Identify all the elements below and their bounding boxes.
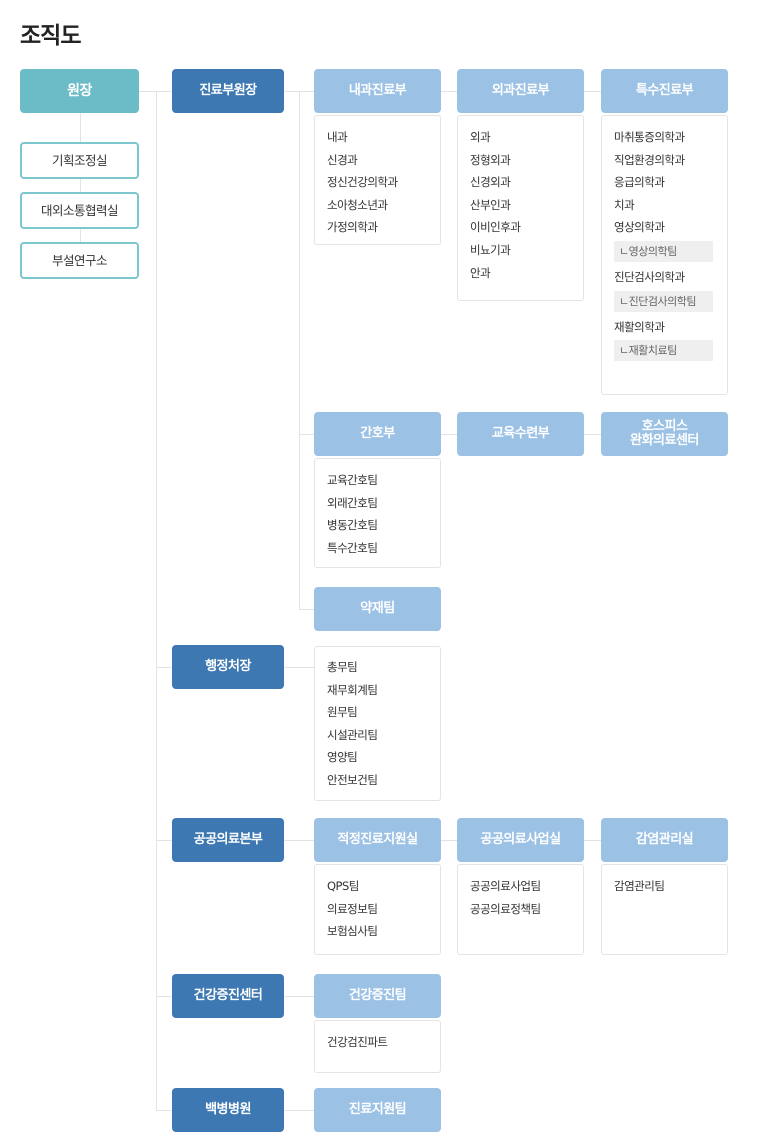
list-item[interactable]: 신경외과	[470, 175, 511, 190]
sub-team-item[interactable]: ㄴ재활치료팀	[614, 340, 713, 362]
list-item[interactable]: 특수간호팀	[327, 540, 378, 555]
connector-line	[156, 840, 173, 841]
list-item[interactable]: 안과	[470, 265, 491, 280]
list-item[interactable]: 안전보건팀	[327, 772, 378, 787]
list-item[interactable]: 의료정보팀	[327, 901, 378, 916]
hospice-center-box[interactable]: 호스피스 완화의료센터	[601, 412, 728, 456]
list-item[interactable]: 산부인과	[470, 197, 511, 212]
list-item[interactable]: 건강검진파트	[327, 1035, 388, 1049]
special-care-list: 마취통증의학과 직업환경의학과 응급의학과 치과 영상의학과 ㄴ영상의학팀 진단…	[601, 115, 728, 395]
connector-line	[283, 667, 314, 668]
list-item[interactable]: 내과	[327, 130, 348, 144]
list-item[interactable]: 원무팀	[327, 705, 358, 720]
health-promotion-center-box[interactable]: 건강증진센터	[172, 974, 284, 1018]
surgery-dept-box[interactable]: 외과진료부	[457, 69, 584, 113]
list-item[interactable]: 정형외과	[470, 152, 511, 167]
internal-medicine-list: 내과 신경과 정신건강의학과 소아청소년과 가정의학과	[314, 115, 441, 245]
infection-control-list: 감염관리팀	[601, 864, 728, 955]
list-item[interactable]: 영상의학과	[614, 220, 665, 235]
list-item[interactable]: 교육간호팀	[327, 473, 378, 487]
special-care-dept-box[interactable]: 특수진료부	[601, 69, 728, 113]
list-item[interactable]: 병동간호팀	[327, 518, 378, 533]
public-healthcare-hq-box[interactable]: 공공의료본부	[172, 818, 284, 862]
page-title: 조직도	[20, 23, 81, 49]
list-item[interactable]: 시설관리팀	[327, 727, 378, 742]
list-item[interactable]: 신경과	[327, 152, 358, 167]
director-box[interactable]: 원장	[20, 69, 139, 113]
list-item[interactable]: 가정의학과	[327, 220, 378, 235]
admin-list: 총무팀 재무회계팀 원무팀 시설관리팀 영양팀 안전보건팀	[314, 646, 441, 801]
connector-line	[283, 1110, 314, 1111]
list-item[interactable]: 치과	[614, 197, 635, 212]
nursing-list: 교육간호팀 외래간호팀 병동간호팀 특수간호팀	[314, 458, 441, 568]
list-item[interactable]: 직업환경의학과	[614, 152, 685, 167]
list-item[interactable]: 보험심사팀	[327, 924, 378, 939]
connector-line	[80, 113, 81, 263]
nursing-dept-box[interactable]: 간호부	[314, 412, 441, 456]
list-item[interactable]: 공공의료사업팀	[470, 879, 541, 893]
list-item[interactable]: 응급의학과	[614, 175, 665, 190]
list-item[interactable]: 공공의료정책팀	[470, 901, 541, 916]
health-promotion-list: 건강검진파트	[314, 1020, 441, 1073]
connector-line	[299, 434, 601, 435]
list-item[interactable]: 총무팀	[327, 660, 358, 674]
list-item[interactable]: 정신건강의학과	[327, 175, 398, 190]
sub-team-item[interactable]: ㄴ영상의학팀	[614, 240, 713, 262]
list-item[interactable]: 비뇨기과	[470, 242, 511, 257]
list-item[interactable]: 외래간호팀	[327, 495, 378, 510]
list-item[interactable]: 감염관리팀	[614, 879, 665, 893]
staff-office-planning[interactable]: 기획조정실	[20, 142, 139, 179]
connector-line	[299, 91, 300, 610]
list-item[interactable]: 이비인후과	[470, 220, 521, 235]
list-item[interactable]: QPS팀	[327, 879, 359, 893]
list-item[interactable]: 영양팀	[327, 750, 358, 765]
appropriate-care-list: QPS팀 의료정보팀 보험심사팀	[314, 864, 441, 955]
public-healthcare-project-list: 공공의료사업팀 공공의료정책팀	[457, 864, 584, 955]
hospice-label-line2: 완화의료센터	[630, 433, 699, 448]
public-healthcare-project-office-box[interactable]: 공공의료사업실	[457, 818, 584, 862]
list-item[interactable]: 진단검사의학과	[614, 269, 685, 284]
admin-director-box[interactable]: 행정처장	[172, 645, 284, 689]
connector-line	[156, 1110, 173, 1111]
internal-medicine-dept-box[interactable]: 내과진료부	[314, 69, 441, 113]
appropriate-care-office-box[interactable]: 적정진료지원실	[314, 818, 441, 862]
list-item[interactable]: 외과	[470, 130, 491, 144]
care-support-team-box[interactable]: 진료지원팀	[314, 1088, 441, 1132]
sub-team-item[interactable]: ㄴ진단검사의학팀	[614, 290, 713, 312]
surgery-list: 외과 정형외과 신경외과 산부인과 이비인후과 비뇨기과 안과	[457, 115, 584, 301]
medical-vice-director-box[interactable]: 진료부원장	[172, 69, 284, 113]
list-item[interactable]: 소아청소년과	[327, 197, 388, 212]
baekbyeong-hospital-box[interactable]: 백병병원	[172, 1088, 284, 1132]
connector-line	[283, 840, 601, 841]
pharmacy-team-box[interactable]: 약재팀	[314, 587, 441, 631]
education-training-dept-box[interactable]: 교육수련부	[457, 412, 584, 456]
connector-line	[156, 996, 173, 997]
staff-office-external-relations[interactable]: 대외소통협력실	[20, 192, 139, 229]
staff-office-research-institute[interactable]: 부설연구소	[20, 242, 139, 279]
list-item[interactable]: 마취통증의학과	[614, 130, 685, 144]
list-item[interactable]: 재무회계팀	[327, 682, 378, 697]
health-promotion-team-box[interactable]: 건강증진팀	[314, 974, 441, 1018]
connector-line	[299, 609, 314, 610]
hospice-label-line1: 호스피스	[641, 419, 688, 434]
list-item[interactable]: 재활의학과	[614, 319, 665, 334]
connector-line	[156, 667, 173, 668]
connector-line	[156, 91, 157, 1110]
infection-control-office-box[interactable]: 감염관리실	[601, 818, 728, 862]
connector-line	[283, 996, 314, 997]
